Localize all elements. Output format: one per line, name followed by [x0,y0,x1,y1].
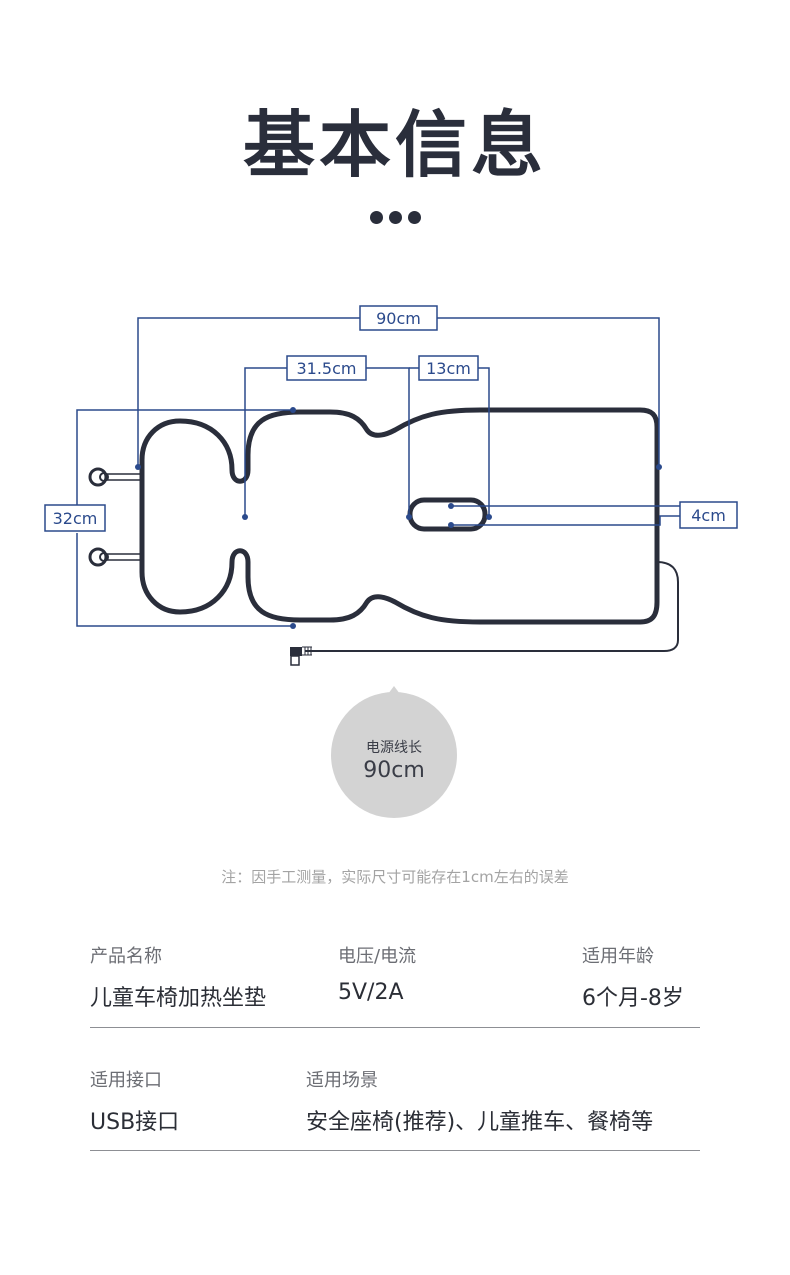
divider [90,1150,700,1151]
dot [370,211,383,224]
cable-length-value: 90cm [363,758,425,783]
spec-value-interface: USB接口 [90,1110,180,1135]
cushion-outline [140,412,657,625]
spec-value-product-name: 儿童车椅加热坐垫 [90,986,267,1011]
dim-label-slot-length: 13cm [426,359,471,378]
dim-box-13cm [418,355,479,381]
left-clip-icon [88,467,140,487]
title-dots-decoration [370,211,421,225]
spec-label-age: 适用年龄 [582,946,654,967]
dim-box-90cm [359,305,438,331]
dot [408,211,421,224]
dim-box-32cm [44,504,106,532]
page-title: 基本信息 [242,103,547,187]
spec-value-scene: 安全座椅(推荐)、儿童推车、餐椅等 [306,1110,654,1135]
cable-length-label: 电源线长 [366,740,422,756]
left-clip-icon [88,547,140,567]
measurement-note: 注：因手工测量，实际尺寸可能存在1cm左右的误差 [221,868,569,886]
dim-label-total-length: 90cm [376,309,421,328]
divider [90,1027,700,1028]
spec-label-voltage: 电压/电流 [338,946,417,967]
dim-label-slot-width: 4cm [691,506,726,525]
dimension-lines [76,317,680,627]
spec-label-product-name: 产品名称 [90,946,162,967]
spec-value-voltage: 5V/2A [338,980,404,1005]
cushion-body [139,407,660,625]
spec-label-interface: 适用接口 [90,1070,162,1091]
usb-plug-icon [290,646,312,666]
dim-label-seat-length: 31.5cm [296,359,356,378]
seat-cushion-diagram: 90cm 31.5cm 13cm 32cm 4cm [44,305,738,666]
dim-label-width: 32cm [53,509,98,528]
power-cable [305,561,679,652]
dim-box-31-5cm [286,355,367,381]
dimension-endpoints [135,407,662,629]
spec-label-scene: 适用场景 [306,1070,378,1091]
dim-box-4cm [679,501,738,529]
spec-value-age: 6个月-8岁 [582,986,684,1011]
cable-length-bubble [331,686,457,818]
dot [389,211,402,224]
